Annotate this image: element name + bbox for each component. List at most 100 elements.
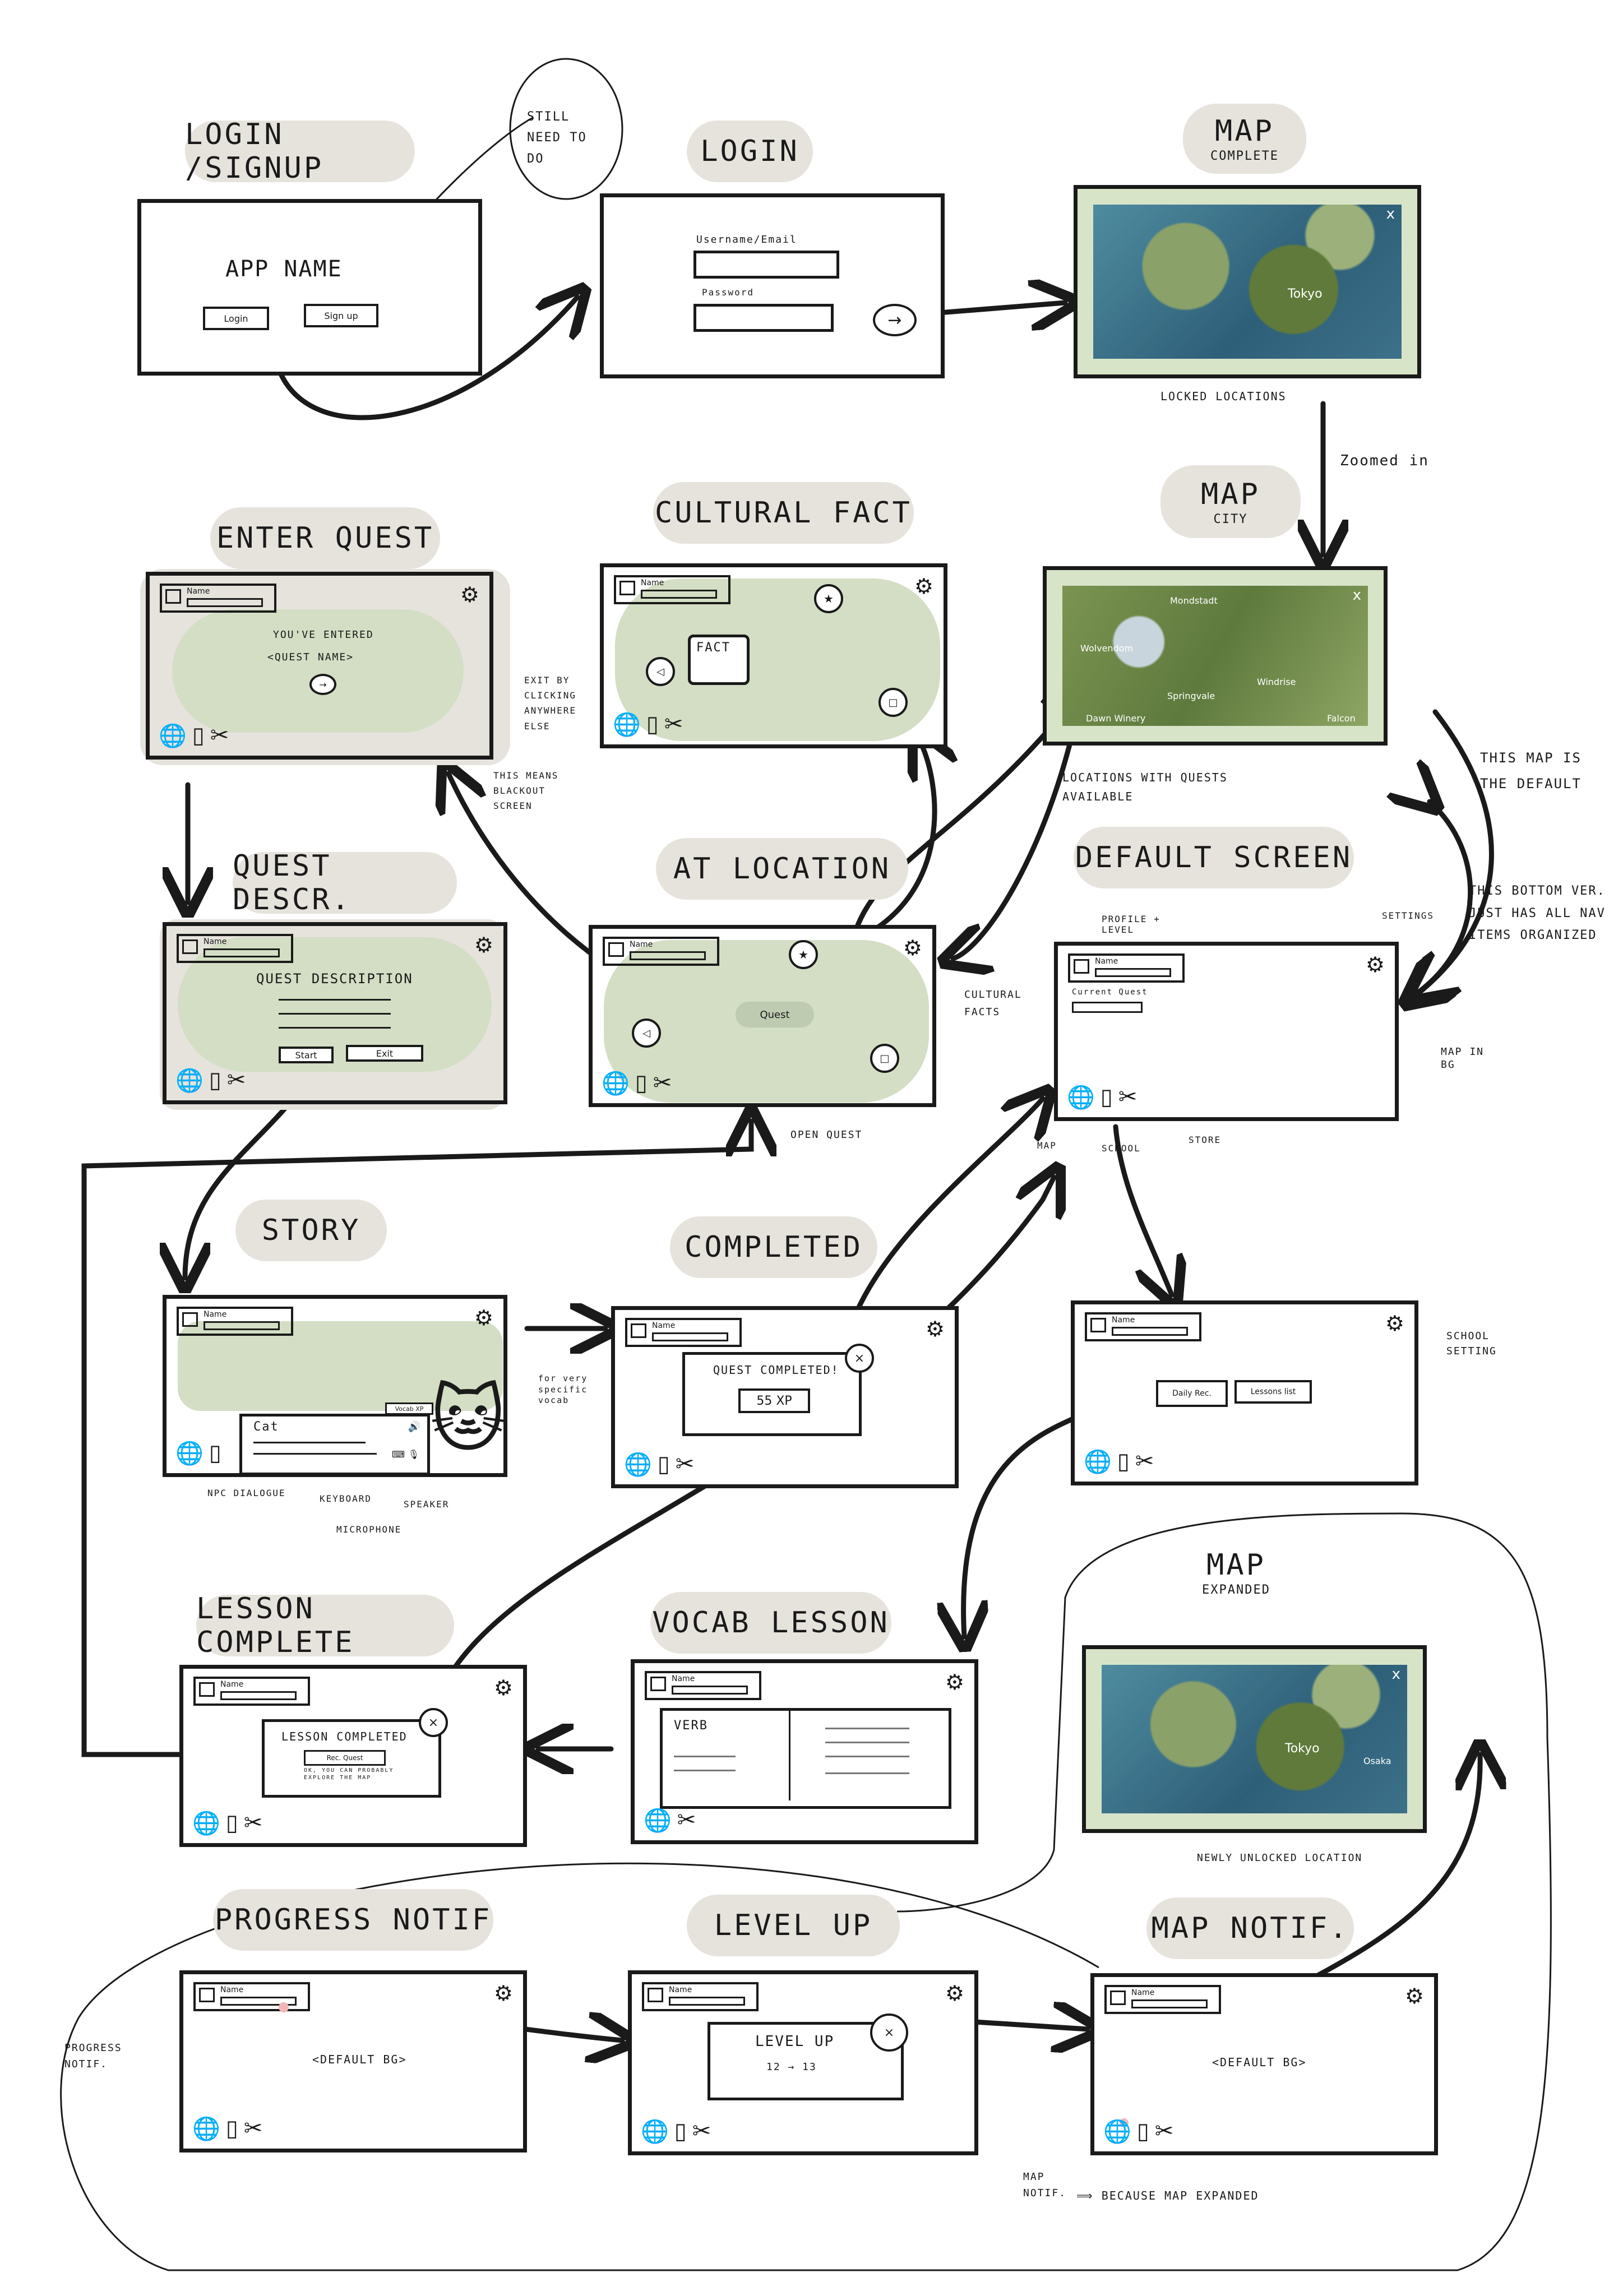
fact-popup[interactable]: Fact — [688, 635, 750, 685]
map-nav-icon[interactable]: 🌐 — [175, 1441, 204, 1466]
nav-bar: 🌐▯✂ — [613, 711, 683, 738]
map-nav-icon[interactable]: 🌐 — [1084, 1449, 1112, 1475]
store-nav-icon[interactable]: ✂ — [653, 1070, 672, 1096]
close-icon[interactable]: x — [1391, 1666, 1400, 1683]
gear-icon[interactable]: ⚙ — [903, 936, 922, 960]
progress-notif-dot[interactable] — [279, 2002, 289, 2012]
gear-icon[interactable]: ⚙ — [1404, 1984, 1424, 2008]
location-marker-icon[interactable]: ◁ — [646, 657, 675, 686]
school-nav-icon[interactable]: ▯ — [209, 1440, 221, 1466]
close-icon[interactable]: × — [419, 1708, 448, 1737]
speaker-icon[interactable]: 🔊 — [408, 1421, 420, 1433]
password-field[interactable] — [693, 304, 834, 332]
gear-icon[interactable]: ⚙ — [1385, 1311, 1404, 1336]
current-quest-bar[interactable] — [1072, 1002, 1143, 1013]
cultural-fact-star-icon[interactable]: ★ — [814, 584, 843, 613]
xp-bar — [669, 1997, 745, 2006]
map-nav-icon[interactable]: 🌐 — [1067, 1085, 1095, 1110]
microphone-icon[interactable]: 🎙 — [408, 1449, 419, 1460]
screen-quest-descr: Name ⚙ Quest Description Start Exit 🌐▯✂ — [163, 922, 507, 1104]
close-icon[interactable]: x — [1352, 587, 1361, 604]
start-button[interactable]: Start — [279, 1047, 334, 1063]
school-nav-icon[interactable]: ▯ — [209, 1067, 221, 1093]
store-nav-icon[interactable]: ✂ — [210, 723, 229, 748]
close-icon[interactable]: x — [1386, 206, 1395, 223]
vocab-xp-tag[interactable]: Vocab XP — [385, 1402, 433, 1415]
app-name: App Name — [225, 256, 343, 282]
map-nav-icon[interactable]: 🌐 — [602, 1071, 630, 1096]
school-nav-icon[interactable]: ▯ — [225, 2116, 238, 2141]
screen-school: Name ⚙ Daily Rec. Lessons list 🌐▯✂ — [1071, 1300, 1418, 1485]
daily-rec-button[interactable]: Daily Rec. — [1156, 1380, 1228, 1407]
store-nav-icon[interactable]: ✂ — [677, 1807, 696, 1833]
quest-marker-button[interactable]: Quest — [736, 1002, 814, 1027]
annotation-map-notif: Map notif. — [1023, 2171, 1067, 2199]
store-nav-icon[interactable]: ✂ — [1135, 1448, 1154, 1474]
map-nav-icon[interactable]: 🌐 — [175, 1068, 204, 1094]
gear-icon[interactable]: ⚙ — [945, 1670, 964, 1695]
rec-quest-button[interactable]: Rec. Quest — [304, 1750, 386, 1766]
map-nav-icon[interactable]: 🌐 — [192, 1811, 220, 1836]
quest-name-text: <Quest Name> — [267, 651, 354, 663]
close-icon[interactable]: × — [870, 2013, 908, 2052]
map-nav-icon[interactable]: 🌐 — [192, 2116, 220, 2142]
map-nav-icon[interactable]: 🌐 — [624, 1452, 652, 1478]
store-nav-icon[interactable]: ✂ — [243, 2116, 263, 2141]
gear-icon[interactable]: ⚙ — [925, 1317, 945, 1341]
place-label: Wolvendom — [1080, 643, 1134, 654]
submit-arrow-button[interactable]: → — [873, 304, 917, 336]
annotation-keyboard: Keyboard — [320, 1493, 372, 1504]
store-nav-icon[interactable]: ✂ — [1154, 2118, 1174, 2144]
store-nav-icon[interactable]: ✂ — [226, 1067, 246, 1093]
gear-icon[interactable]: ⚙ — [474, 933, 493, 957]
map-nav-icon[interactable]: 🌐 — [159, 723, 187, 749]
gear-icon[interactable]: ⚙ — [493, 1981, 513, 2006]
location-marker-icon[interactable]: ◁ — [632, 1019, 661, 1048]
school-nav-icon[interactable]: ▯ — [1117, 1448, 1130, 1474]
exit-button[interactable]: Exit — [346, 1045, 423, 1062]
text-line — [825, 1742, 909, 1743]
map-nav-icon[interactable]: 🌐 — [1103, 2119, 1131, 2145]
gear-icon[interactable]: ⚙ — [945, 1981, 964, 2006]
gear-icon[interactable]: ⚙ — [474, 1306, 493, 1330]
gear-icon[interactable]: ⚙ — [460, 582, 479, 607]
city-label: Tokyo — [1285, 1742, 1320, 1756]
nav-bar: 🌐▯✂ — [641, 2118, 711, 2145]
map-notif-dot[interactable] — [1120, 2118, 1129, 2127]
location-marker-icon[interactable]: □ — [870, 1044, 899, 1073]
school-nav-icon[interactable]: ▯ — [657, 1451, 670, 1477]
store-nav-icon[interactable]: ✂ — [692, 2118, 711, 2144]
location-marker-icon[interactable]: □ — [878, 688, 908, 717]
school-nav-icon[interactable]: ▯ — [674, 2118, 687, 2144]
store-nav-icon[interactable]: ✂ — [664, 711, 683, 737]
title-map-city: Mapcity — [1160, 465, 1301, 538]
store-nav-icon[interactable]: ✂ — [1118, 1084, 1138, 1110]
gear-icon[interactable]: ⚙ — [1365, 952, 1385, 977]
store-nav-icon[interactable]: ✂ — [243, 1810, 263, 1836]
login-button[interactable]: Login — [203, 307, 269, 330]
avatar — [650, 1677, 666, 1691]
school-nav-icon[interactable]: ▯ — [646, 711, 659, 737]
avatar — [1074, 959, 1089, 974]
username-field[interactable] — [693, 251, 839, 279]
school-nav-icon[interactable]: ▯ — [1100, 1084, 1113, 1110]
xp-bar — [204, 1321, 280, 1330]
lessons-list-button[interactable]: Lessons list — [1234, 1380, 1312, 1404]
text-line — [253, 1442, 366, 1443]
keyboard-icon[interactable]: ⌨ — [391, 1449, 405, 1460]
map-nav-icon[interactable]: 🌐 — [641, 2119, 669, 2145]
school-nav-icon[interactable]: ▯ — [192, 723, 205, 748]
map-nav-icon[interactable]: 🌐 — [644, 1808, 672, 1834]
school-nav-icon[interactable]: ▯ — [225, 1810, 238, 1836]
arrow-icon[interactable]: → — [309, 674, 336, 695]
close-icon[interactable]: × — [845, 1344, 874, 1373]
signup-button[interactable]: Sign up — [304, 304, 378, 327]
school-nav-icon[interactable]: ▯ — [635, 1070, 648, 1096]
school-nav-icon[interactable]: ▯ — [1136, 2118, 1149, 2144]
gear-icon[interactable]: ⚙ — [914, 574, 933, 599]
cultural-fact-star-icon[interactable]: ★ — [789, 940, 818, 969]
xp-bar — [187, 598, 263, 607]
map-nav-icon[interactable]: 🌐 — [613, 712, 641, 738]
store-nav-icon[interactable]: ✂ — [675, 1451, 695, 1477]
gear-icon[interactable]: ⚙ — [493, 1675, 513, 1700]
